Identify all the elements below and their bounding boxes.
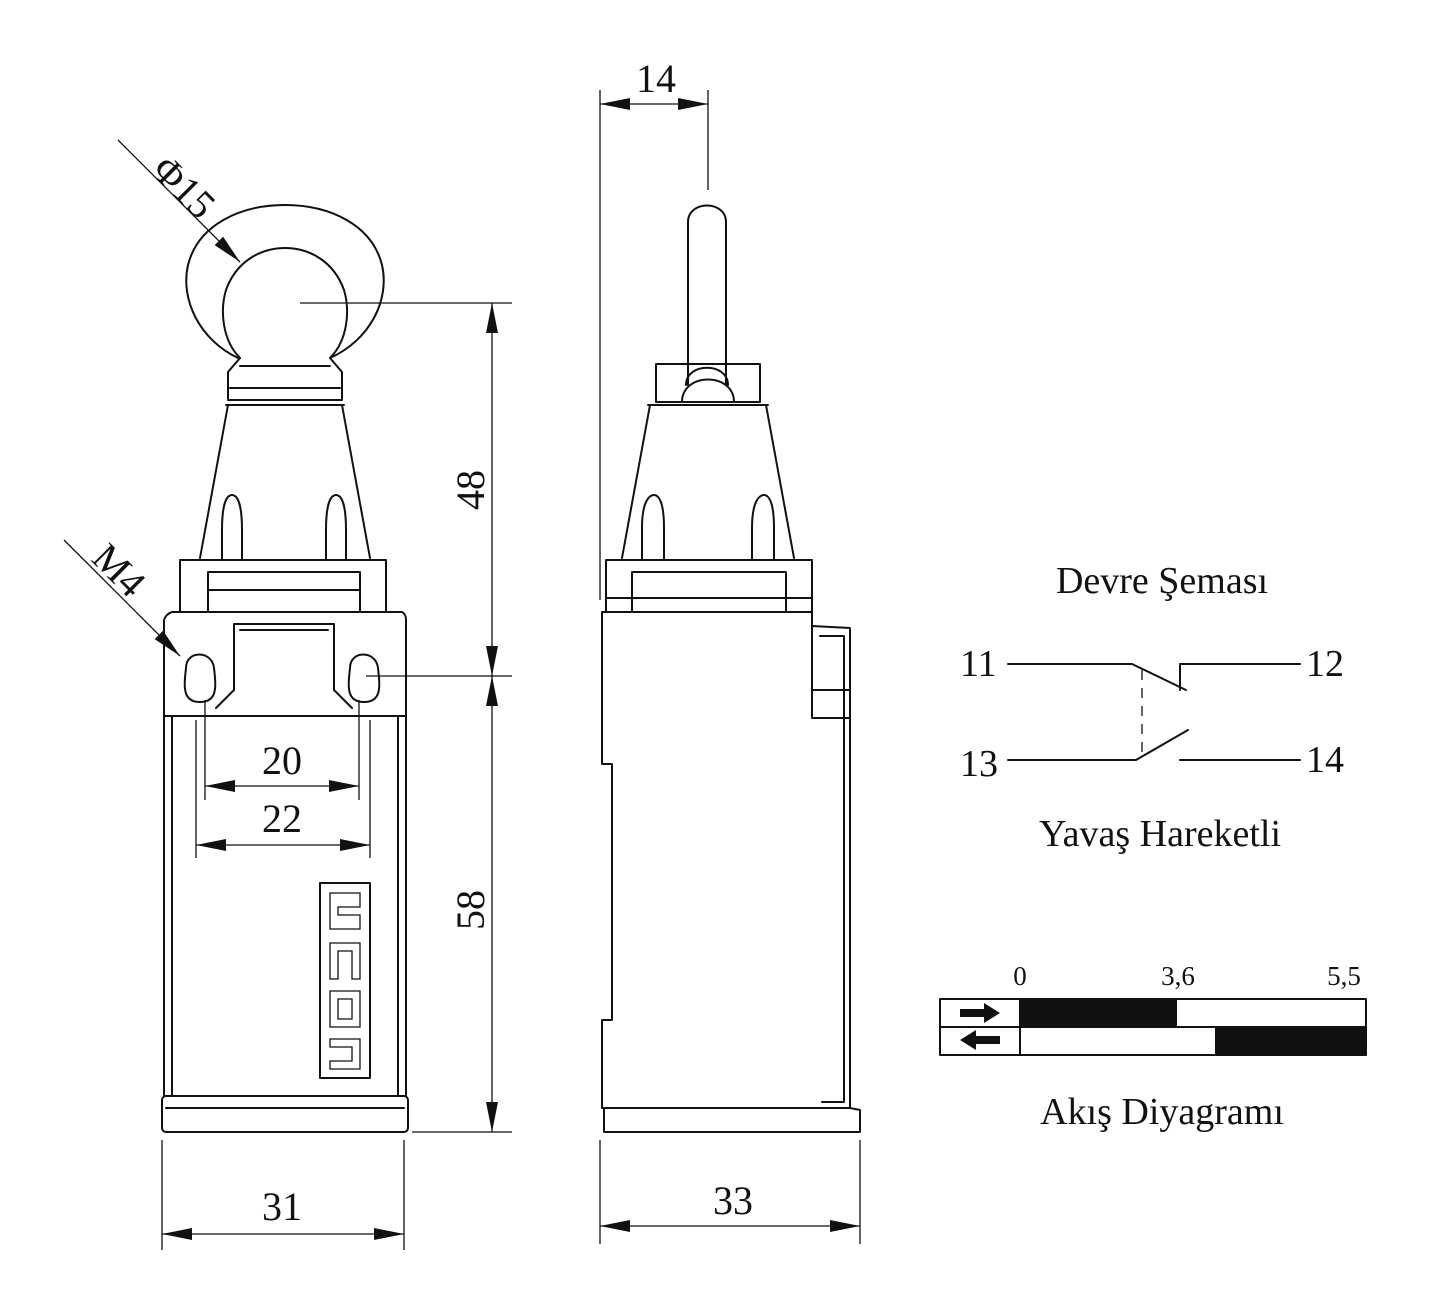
forward-arrow-icon	[960, 1003, 1000, 1023]
side-dimensions: 14 33	[599, 56, 861, 1244]
body-depth-label: 33	[713, 1178, 753, 1223]
side-view	[601, 204, 861, 1133]
flow-forward-bar	[1020, 999, 1177, 1027]
front-view	[161, 204, 512, 1133]
terminal-12: 12	[1306, 643, 1344, 685]
roller	[185, 204, 512, 359]
flow-diagram: 0 3,6 5,5 Akış Diyagramı	[939, 961, 1367, 1133]
mount-thread-label: M4	[84, 535, 155, 606]
hole-spacing-inner-label: 20	[262, 738, 302, 783]
head-height-label: 48	[448, 470, 493, 510]
front-dimensions: Φ15 M4 20 22 48 58 31	[63, 139, 512, 1250]
flow-return-bar	[1215, 1027, 1366, 1055]
circuit-diagram: Devre Şeması 11 12 13 14 Yavaş Hareketli	[960, 560, 1344, 855]
circuit-title: Devre Şeması	[1056, 560, 1268, 602]
side-roller-width-label: 14	[636, 56, 676, 101]
brand-logo	[319, 882, 371, 1079]
tick-3-6: 3,6	[1161, 961, 1195, 991]
body-width-label: 31	[262, 1184, 302, 1229]
return-arrow-icon	[960, 1030, 1000, 1050]
hole-spacing-outer-label: 22	[262, 796, 302, 841]
roller-diameter-label: Φ15	[144, 147, 225, 228]
flow-title: Akış Diyagramı	[1040, 1091, 1284, 1133]
tick-0: 0	[1013, 961, 1027, 991]
tick-5-5: 5,5	[1327, 961, 1361, 991]
terminal-14: 14	[1306, 739, 1344, 781]
terminal-11: 11	[960, 643, 997, 685]
body-height-label: 58	[448, 890, 493, 930]
terminal-13: 13	[960, 743, 998, 785]
circuit-subtitle: Yavaş Hareketli	[1039, 813, 1281, 855]
